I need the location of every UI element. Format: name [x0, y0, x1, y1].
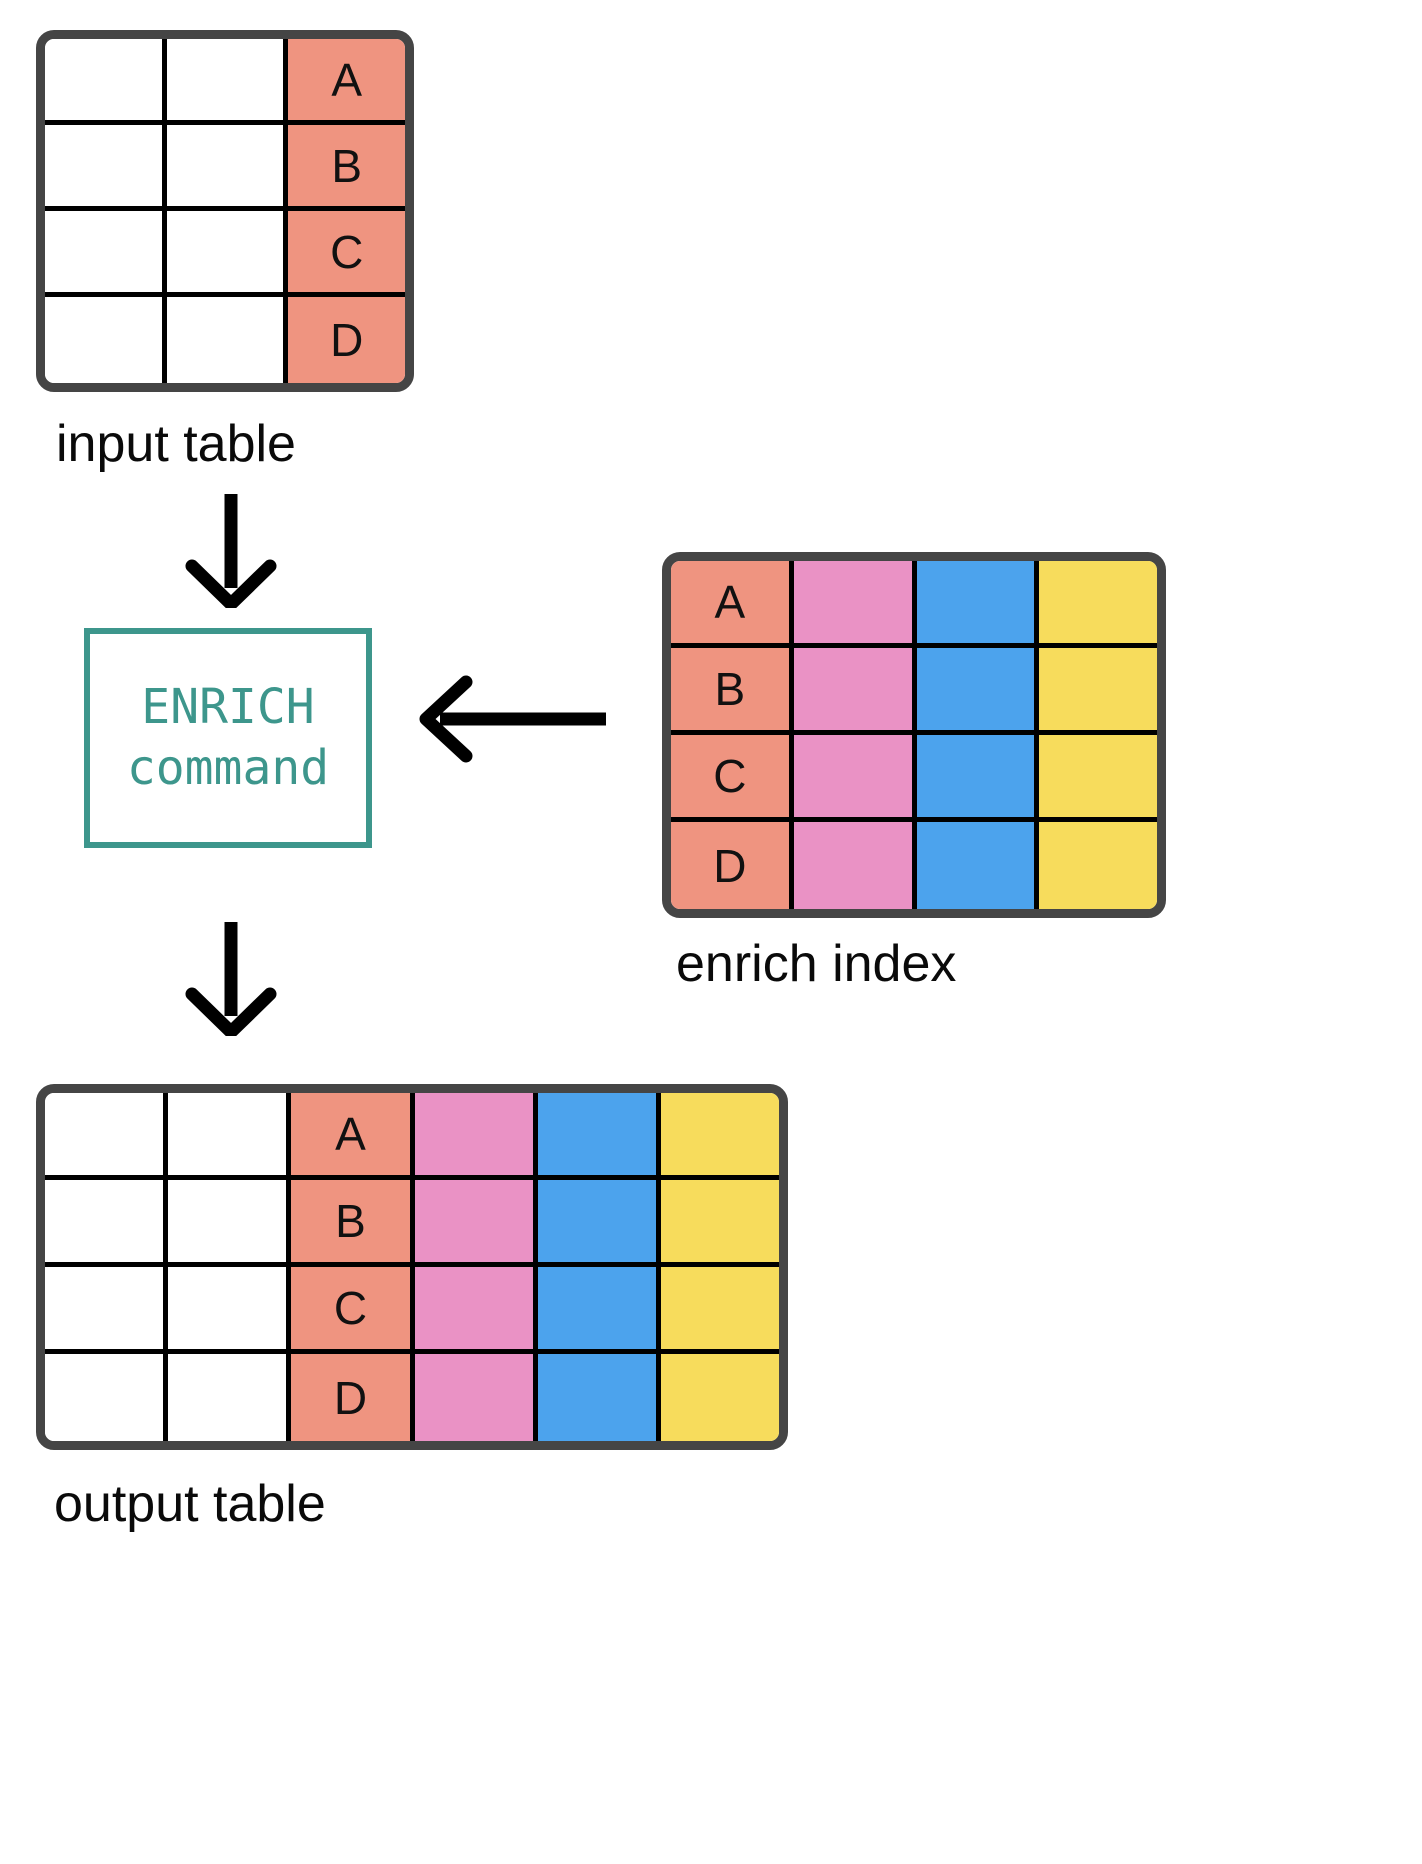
enrich_index-cell: A [671, 561, 794, 648]
output_table-cell [537, 1354, 661, 1441]
enrich-index-caption: enrich index [676, 935, 957, 993]
output_table-cell [414, 1354, 538, 1441]
output-table-caption: output table [54, 1475, 326, 1533]
enrich_index-cell [916, 822, 1040, 909]
output_table-cell [660, 1354, 779, 1441]
input_table-cell: D [288, 297, 405, 383]
output_table-cell [660, 1267, 779, 1354]
input_table-cell [166, 125, 289, 211]
output_table-cell [45, 1093, 169, 1180]
input_table-row: A [45, 39, 405, 125]
output_table-cell: A [291, 1093, 415, 1180]
output_table-row: D [45, 1354, 779, 1441]
output_table-cell [660, 1093, 779, 1180]
output_table-cell [168, 1267, 292, 1354]
arrow-down-command-to-output [185, 922, 277, 1036]
input_table-cell [45, 297, 167, 383]
output_table-cell [414, 1093, 538, 1180]
enrich_index-row: A [671, 561, 1157, 648]
enrich_index-cell [793, 648, 917, 735]
output_table-cell [168, 1354, 292, 1441]
enrich_index-cell: B [671, 648, 794, 735]
enrich_index-cell [793, 561, 917, 648]
enrich_index-cell: C [671, 735, 794, 822]
arrow-down-input-to-command [185, 494, 277, 608]
input_table-cell: B [288, 125, 405, 211]
output_table-cell: B [291, 1180, 415, 1267]
output_table-cell [537, 1093, 661, 1180]
enrich_index-row: C [671, 735, 1157, 822]
enrich-command-line-1: ENRICH [141, 678, 315, 735]
input_table-cell [166, 211, 289, 297]
input_table-row: C [45, 211, 405, 297]
output_table-cell [537, 1267, 661, 1354]
output_table-cell: D [291, 1354, 415, 1441]
enrich_index-cell [1039, 561, 1157, 648]
output_table-cell [45, 1180, 169, 1267]
output_table-cell: C [291, 1267, 415, 1354]
input_table-cell: C [288, 211, 405, 297]
output_table-row: B [45, 1180, 779, 1267]
enrich_index-cell [916, 735, 1040, 822]
output_table-cell [537, 1180, 661, 1267]
enrich_index-cell [793, 822, 917, 909]
output_table-cell [45, 1354, 169, 1441]
input_table-cell: A [288, 39, 405, 125]
input_table-cell [166, 297, 289, 383]
output_table-cell [45, 1267, 169, 1354]
input-table-caption: input table [56, 415, 296, 473]
enrich_index-row: D [671, 822, 1157, 909]
output_table-cell [414, 1180, 538, 1267]
output_table-cell [660, 1180, 779, 1267]
enrich_index-cell [1039, 822, 1157, 909]
enrich-command-line-2: command [126, 740, 330, 796]
enrich_index-row: B [671, 648, 1157, 735]
output_table-row: A [45, 1093, 779, 1180]
input_table-row: D [45, 297, 405, 383]
input_table-cell [45, 39, 167, 125]
output_table-cell [168, 1093, 292, 1180]
input_table-cell [45, 125, 167, 211]
enrich-command-box[interactable]: ENRICH command [84, 628, 372, 848]
enrich_index-cell [1039, 735, 1157, 822]
input_table-cell [166, 39, 289, 125]
output_table-row: C [45, 1267, 779, 1354]
enrich_index-cell [793, 735, 917, 822]
output_table-cell [168, 1180, 292, 1267]
output_table-cell [414, 1267, 538, 1354]
enrich_index-cell: D [671, 822, 794, 909]
input_table-row: B [45, 125, 405, 211]
enrich_index-cell [916, 648, 1040, 735]
enrich_index-cell [916, 561, 1040, 648]
arrow-left-index-to-command [419, 675, 606, 763]
input_table-cell [45, 211, 167, 297]
enrich_index-cell [1039, 648, 1157, 735]
